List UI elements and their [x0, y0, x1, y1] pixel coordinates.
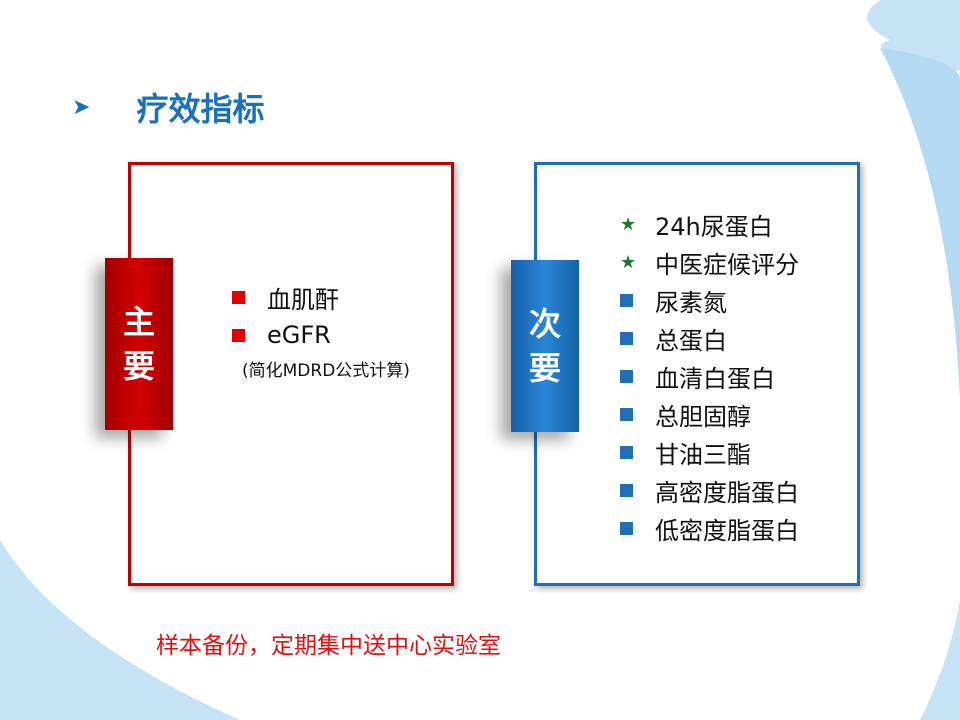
- tag-char: 主: [122, 303, 155, 341]
- tag-char: 要: [528, 349, 561, 387]
- primary-list: 血肌酐 eGFR: [232, 278, 339, 354]
- tag-char: 要: [122, 347, 155, 385]
- list-item: 高密度脂蛋白: [620, 471, 799, 509]
- square-bullet-icon: [620, 445, 633, 459]
- item-label: 总胆固醇: [655, 402, 751, 431]
- slide-title: ➤ 疗效指标: [72, 84, 264, 130]
- square-bullet-icon: [620, 331, 633, 345]
- star-bullet-icon: ★: [620, 251, 637, 273]
- list-item: 甘油三酯: [620, 433, 799, 471]
- square-bullet-icon: [620, 369, 633, 383]
- primary-box: [128, 162, 454, 586]
- item-label: 低密度脂蛋白: [655, 516, 799, 545]
- secondary-list: ★ 24h尿蛋白 ★ 中医症候评分尿素氮总蛋白血清白蛋白总胆固醇甘油三酯高密度脂蛋白低…: [620, 205, 799, 547]
- item-label: 24h尿蛋白: [655, 212, 773, 241]
- list-item: 血清白蛋白: [620, 357, 799, 395]
- item-label: 血清白蛋白: [655, 364, 775, 393]
- item-label: 中医症候评分: [655, 250, 799, 279]
- list-item: 总蛋白: [620, 319, 799, 357]
- wave-decoration-bottom-right: [920, 600, 960, 720]
- secondary-tag: 次 要: [511, 260, 579, 432]
- wave-decoration-top-right: [867, 0, 960, 400]
- item-label: 尿素氮: [655, 288, 727, 317]
- list-item: ★ 中医症候评分: [620, 243, 799, 281]
- square-bullet-icon: [620, 293, 633, 307]
- square-bullet-icon: [232, 328, 245, 342]
- item-label: eGFR: [267, 321, 331, 349]
- tag-char: 次: [528, 305, 561, 343]
- square-bullet-icon: [232, 290, 245, 304]
- list-item: 总胆固醇: [620, 395, 799, 433]
- wave-decoration-bottom-left: [0, 540, 240, 720]
- star-bullet-icon: ★: [620, 213, 637, 235]
- item-label: 血肌酐: [267, 285, 339, 314]
- title-text: 疗效指标: [136, 90, 265, 128]
- square-bullet-icon: [620, 407, 633, 421]
- item-label: 高密度脂蛋白: [655, 478, 799, 507]
- square-bullet-icon: [620, 521, 633, 535]
- list-item: ★ 24h尿蛋白: [620, 205, 799, 243]
- list-item: 尿素氮: [620, 281, 799, 319]
- square-bullet-icon: [620, 483, 633, 497]
- item-label: 总蛋白: [655, 326, 727, 355]
- primary-tag: 主 要: [105, 258, 173, 430]
- secondary-box: [534, 162, 860, 586]
- list-item: eGFR: [232, 316, 339, 354]
- item-label: 甘油三酯: [655, 440, 751, 469]
- footer-note: 样本备份，定期集中送中心实验室: [156, 633, 501, 659]
- list-item: 血肌酐: [232, 278, 339, 316]
- primary-note: (简化MDRD公式计算): [242, 361, 410, 381]
- list-item: 低密度脂蛋白: [620, 509, 799, 547]
- arrow-bullet-icon: ➤: [72, 94, 91, 120]
